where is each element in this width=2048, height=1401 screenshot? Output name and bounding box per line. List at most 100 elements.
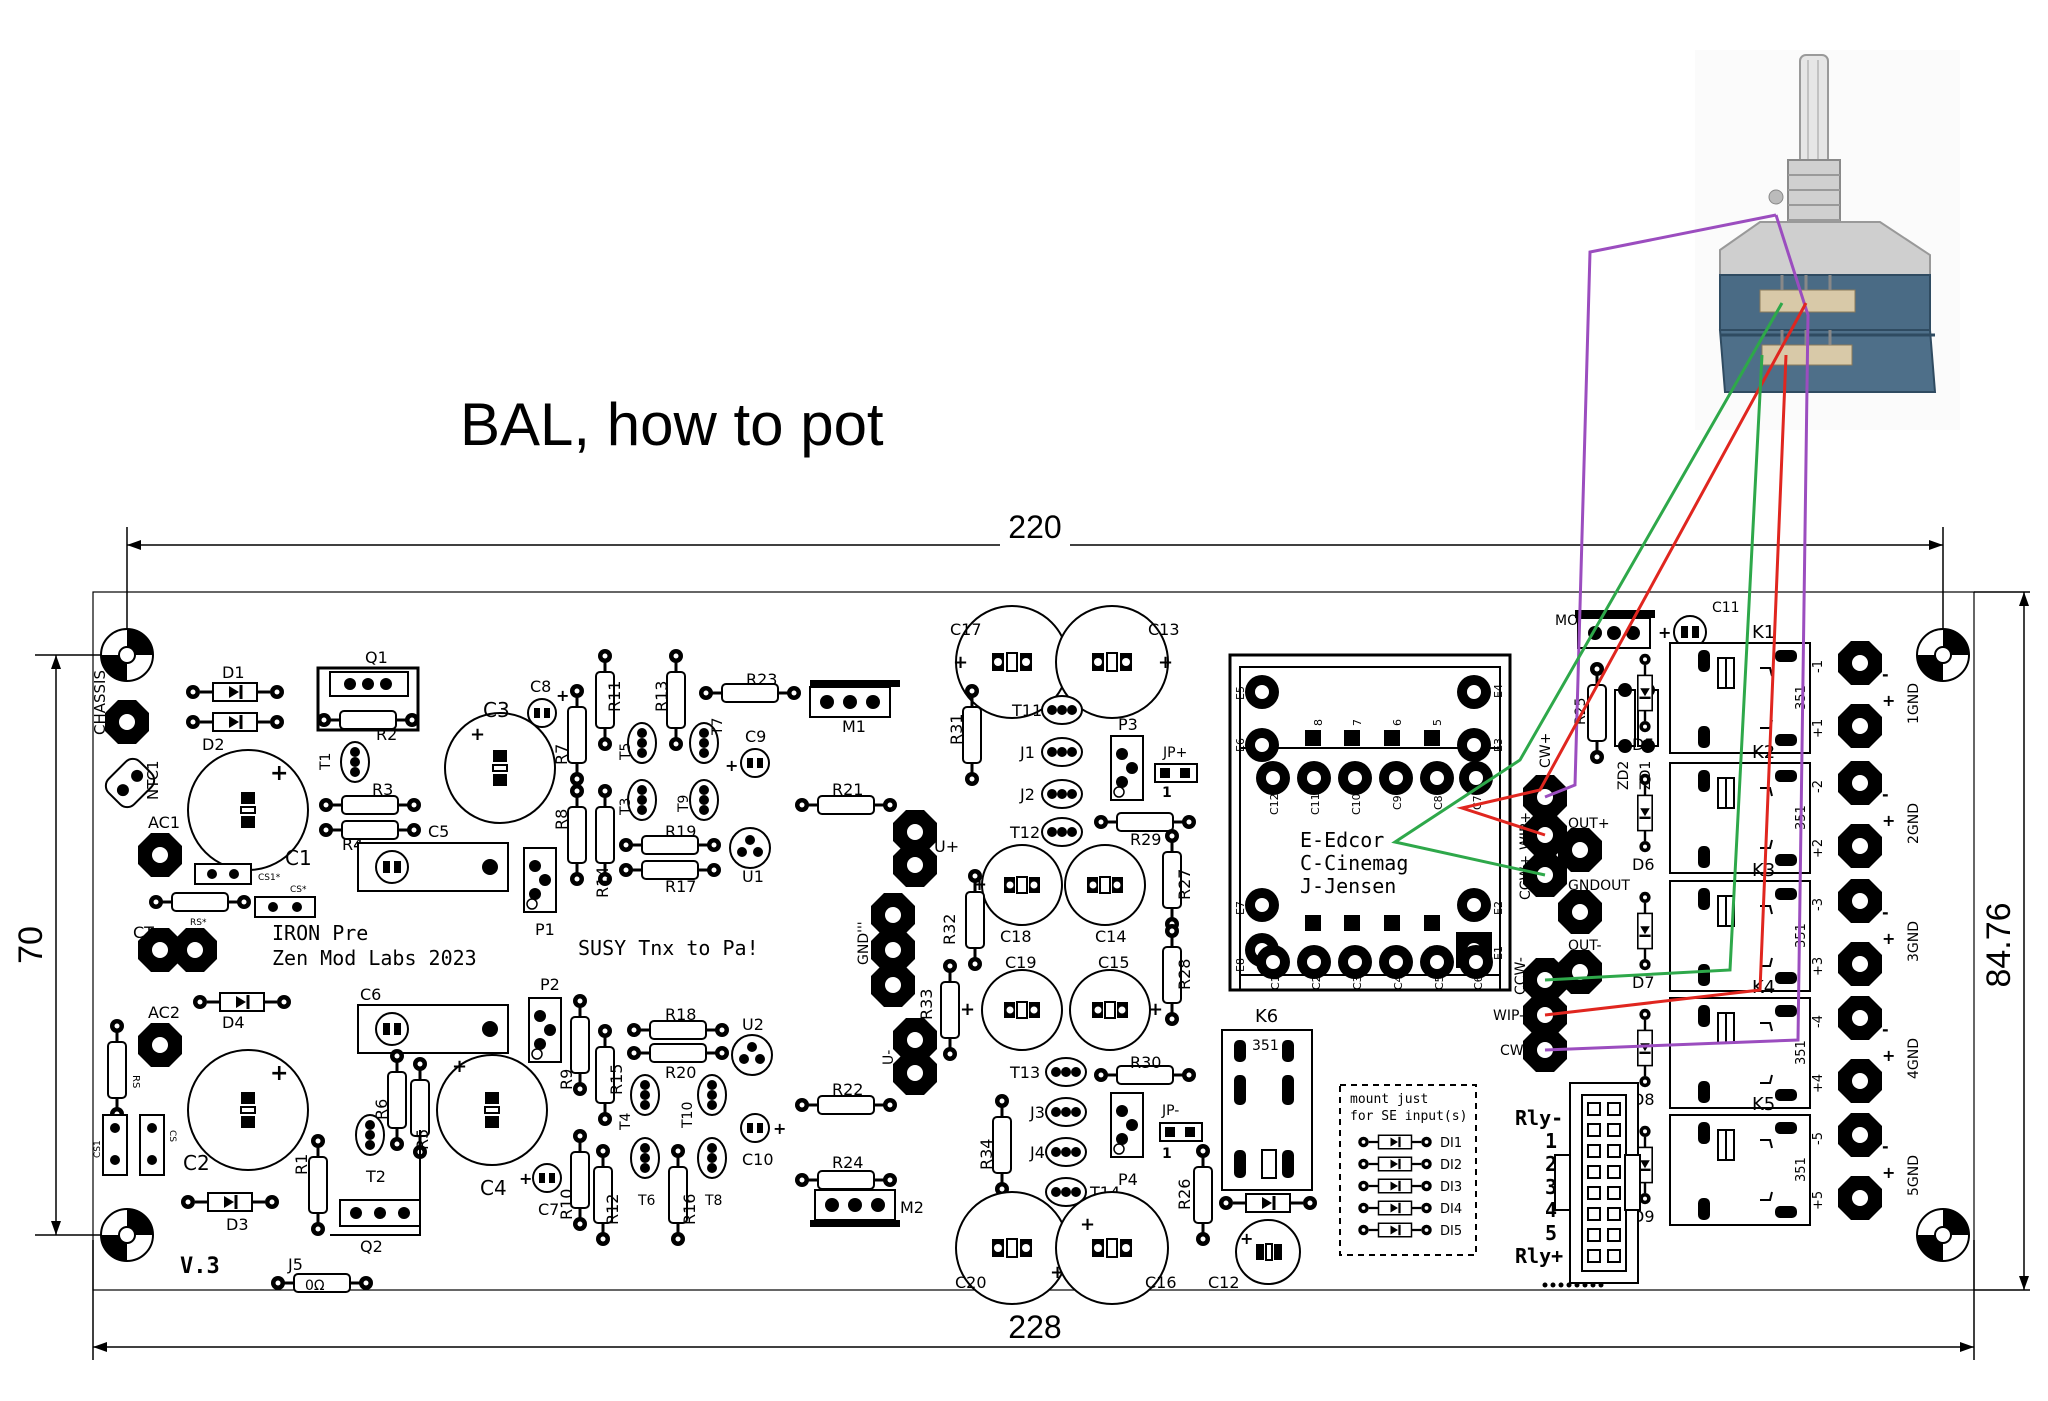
input-minus-label: -4 — [1811, 1015, 1826, 1028]
xfmr-br-c5: C5 — [1433, 975, 1446, 990]
t12-label: T12 — [1009, 823, 1040, 842]
p3-label: P3 — [1118, 715, 1138, 734]
xfmr-note-edcor: E-Edcor — [1300, 828, 1384, 852]
c14-label: C14 — [1095, 927, 1127, 946]
t6-label: T6 — [637, 1193, 656, 1209]
xfmr-row-c12: C12 — [1268, 793, 1281, 815]
rs-vert-label: RS — [130, 1075, 141, 1088]
r1-label: R1 — [292, 1154, 311, 1175]
svg-text:-: - — [1882, 1137, 1889, 1156]
c16-label: C16 — [1145, 1273, 1177, 1292]
svg-text:+: + — [1158, 652, 1173, 673]
svg-text:+: + — [1882, 811, 1895, 830]
pad-wip-plus: WIP+ — [1518, 812, 1534, 850]
pot-wire — [1544, 354, 1788, 1017]
j5-value: 0Ω — [305, 1278, 325, 1294]
t7-label: T7 — [710, 718, 726, 736]
c11-label: C11 — [1712, 600, 1740, 616]
r27-label: R27 — [1175, 869, 1194, 900]
r34-label: R34 — [977, 1139, 996, 1170]
p4-label: P4 — [1118, 1170, 1138, 1189]
xfmr-row-c9: C9 — [1391, 795, 1404, 810]
c12-label: C12 — [1208, 1273, 1240, 1292]
xfmr-top-7: 7 — [1351, 719, 1364, 726]
xfmr-note-jensen: J-Jensen — [1300, 874, 1396, 898]
pad-out-minus: OUT- — [1568, 938, 1602, 954]
d2-label: D2 — [202, 735, 225, 754]
xfmr-br-c6: C6 — [1472, 975, 1485, 990]
r6-label: R6 — [372, 1099, 391, 1120]
svg-text:-: - — [1882, 785, 1889, 804]
potentiometer-illustration — [1695, 50, 1960, 430]
r21-label: R21 — [832, 780, 863, 799]
relay-label: K4 — [1752, 977, 1775, 998]
rly-num-3: 3 — [1545, 1175, 1557, 1199]
r24-label: R24 — [832, 1153, 863, 1172]
xfmr-top-pins: 8 7 6 5 — [1305, 719, 1444, 746]
c9-label: C9 — [745, 727, 766, 746]
pad-wip-minus: WIP- — [1493, 1008, 1524, 1024]
xfmr-e6: E6 — [1234, 738, 1247, 752]
svg-text:+: + — [953, 652, 968, 673]
board-name: IRON Pre — [272, 921, 368, 945]
regulator-section: C17 + C13 + R31 T11 J1 J2 T12 P3 JP+ 1 R… — [917, 605, 1214, 1305]
se-di4: DI4 — [1440, 1202, 1462, 1217]
j3-label: J3 — [1029, 1103, 1045, 1122]
svg-text:+: + — [1658, 623, 1671, 642]
dim-right-height: 84.76 — [1980, 902, 2018, 987]
ct-label: CT — [133, 923, 154, 942]
dim-left-height: 70 — [12, 926, 50, 964]
k6-label: K6 — [1255, 1006, 1278, 1027]
k6-351: 351 — [1252, 1038, 1279, 1054]
relay-label: K2 — [1752, 742, 1775, 763]
xfmr-top-5: 5 — [1431, 719, 1444, 726]
r22-label: R22 — [832, 1080, 863, 1099]
xfmr-note-cinemag: C-Cinemag — [1300, 851, 1408, 875]
input-minus-label: -1 — [1811, 660, 1826, 673]
xfmr-e7: E7 — [1234, 901, 1247, 915]
c18-label: C18 — [1000, 927, 1032, 946]
xfmr-e1: E1 — [1492, 946, 1505, 960]
c13-label: C13 — [1148, 620, 1180, 639]
c15-label: C15 — [1098, 953, 1130, 972]
r19-label: R19 — [665, 822, 696, 841]
svg-text:+: + — [1080, 1214, 1095, 1235]
svg-text:+: + — [1882, 691, 1895, 710]
chassis-label: CHASSIS — [91, 670, 109, 735]
r31-label: R31 — [947, 714, 966, 745]
svg-text:+: + — [1882, 1163, 1895, 1182]
dim-bottom-width: 228 — [1008, 1309, 1061, 1345]
u2-label: U2 — [742, 1015, 764, 1034]
svg-text:+: + — [960, 999, 975, 1020]
rly-plus-label: Rly+ — [1515, 1244, 1563, 1268]
c17-label: C17 — [950, 620, 982, 639]
svg-text:+: + — [1240, 1229, 1253, 1248]
r8-label: R8 — [552, 809, 571, 830]
t10-label: T10 — [680, 1102, 696, 1129]
r32-label: R32 — [940, 914, 959, 945]
rly-minus-label: Rly- — [1515, 1106, 1563, 1130]
r15-label: R15 — [607, 1064, 626, 1095]
relay-label: K1 — [1752, 622, 1775, 643]
p2-label: P2 — [540, 975, 560, 994]
j2-label: J2 — [1019, 785, 1035, 804]
c10-label: C10 — [742, 1150, 774, 1169]
cs1-star-label: CS1* — [258, 873, 281, 883]
u-plus-label: U+ — [934, 837, 959, 856]
relay-diode-label: D5 — [1632, 735, 1655, 754]
xfmr-e2: E2 — [1492, 901, 1505, 915]
r9-label: R9 — [557, 1069, 576, 1090]
xfmr-e5: E5 — [1234, 686, 1247, 700]
svg-text:+: + — [270, 1061, 288, 1086]
input-plus-label: +1 — [1811, 719, 1826, 738]
svg-text:-: - — [1882, 903, 1889, 922]
d4-label: D4 — [222, 1013, 245, 1032]
j1-label: J1 — [1019, 743, 1035, 762]
pot-wire — [1544, 354, 1764, 982]
c3-label: C3 — [483, 698, 510, 722]
t3-label: T3 — [618, 798, 634, 816]
